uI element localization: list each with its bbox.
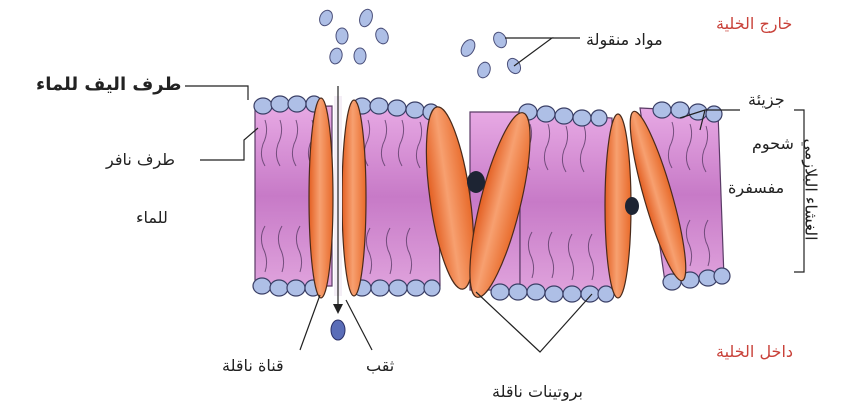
phospholipid-label-line2: شحوم — [752, 134, 794, 153]
channel-molecule — [331, 320, 345, 340]
phospholipid-label-line3: مفسفرة — [728, 178, 784, 197]
plasma-membrane-label: الغشاء البلازمي — [802, 138, 821, 240]
channel-label: قناة ناقلة — [222, 356, 284, 375]
inside-cell-label: داخل الخلية — [716, 342, 793, 361]
bound-molecule-2 — [625, 197, 639, 215]
pore-label: ثقب — [366, 356, 394, 375]
bound-molecule-1 — [467, 171, 485, 193]
outside-cell-label: خارج الخلية — [716, 14, 792, 33]
channel-protein — [309, 86, 366, 314]
phospholipid-label-line1: جزيئة — [748, 90, 785, 109]
hydrophilic-end-label: طرف اليف للماء — [36, 74, 181, 95]
hydrophobic-end-label-line1: طرف نافر — [106, 150, 175, 169]
transported-materials-label: مواد منقولة — [586, 30, 663, 49]
hydrophobic-end-label-line2: للماء — [136, 208, 168, 227]
carrier-proteins-label: بروتينات ناقلة — [492, 382, 583, 401]
transported-molecules — [317, 7, 523, 79]
